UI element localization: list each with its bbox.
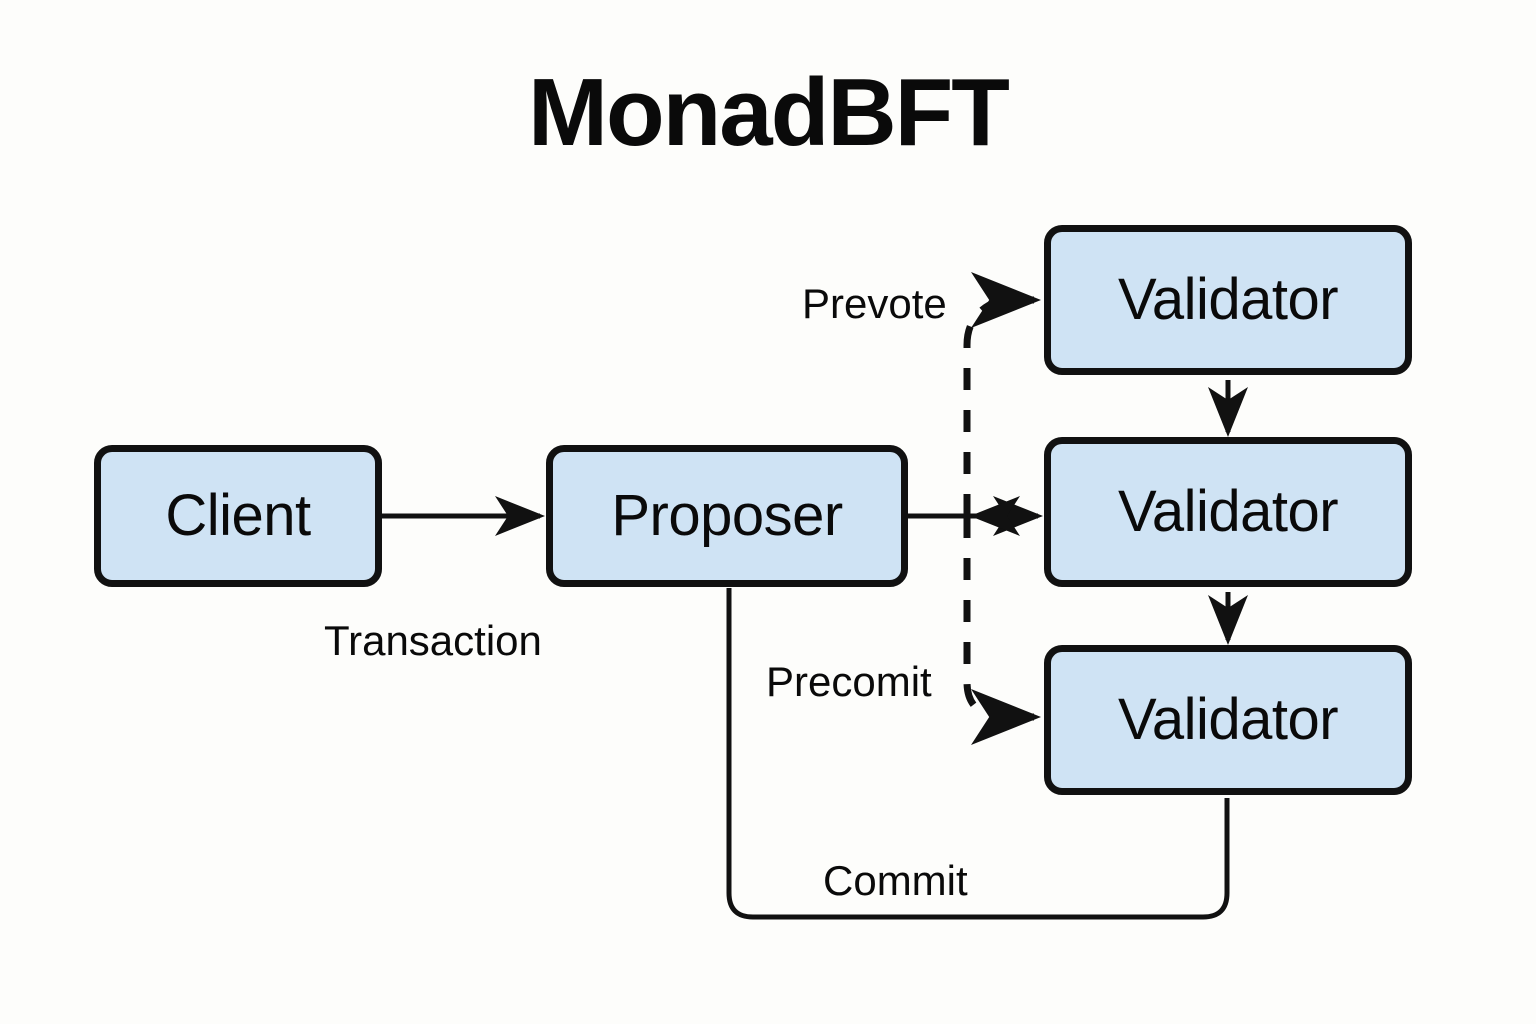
edge-label-transaction: Transaction — [324, 617, 542, 664]
edge-commit — [726, 588, 1230, 920]
node-validator-2-label: Validator — [1117, 479, 1339, 544]
node-validator-3[interactable]: Validator — [1044, 645, 1412, 795]
page-title: MonadBFT — [528, 59, 1010, 166]
edge-label-commit: Commit — [823, 857, 968, 904]
node-client-label: Client — [165, 483, 311, 548]
node-validator-1-label: Validator — [1117, 267, 1339, 332]
node-validator-2[interactable]: Validator — [1044, 437, 1412, 587]
node-client[interactable]: Client — [94, 445, 382, 587]
node-proposer[interactable]: Proposer — [546, 445, 908, 587]
edge-label-prevote: Prevote — [802, 280, 947, 327]
edge-prevote — [963, 272, 1041, 516]
node-proposer-label: Proposer — [611, 483, 843, 548]
edge-precomit — [963, 516, 1041, 745]
node-validator-1[interactable]: Validator — [1044, 225, 1412, 375]
edge-label-precomit: Precomit — [766, 658, 932, 705]
node-validator-3-label: Validator — [1117, 687, 1339, 752]
